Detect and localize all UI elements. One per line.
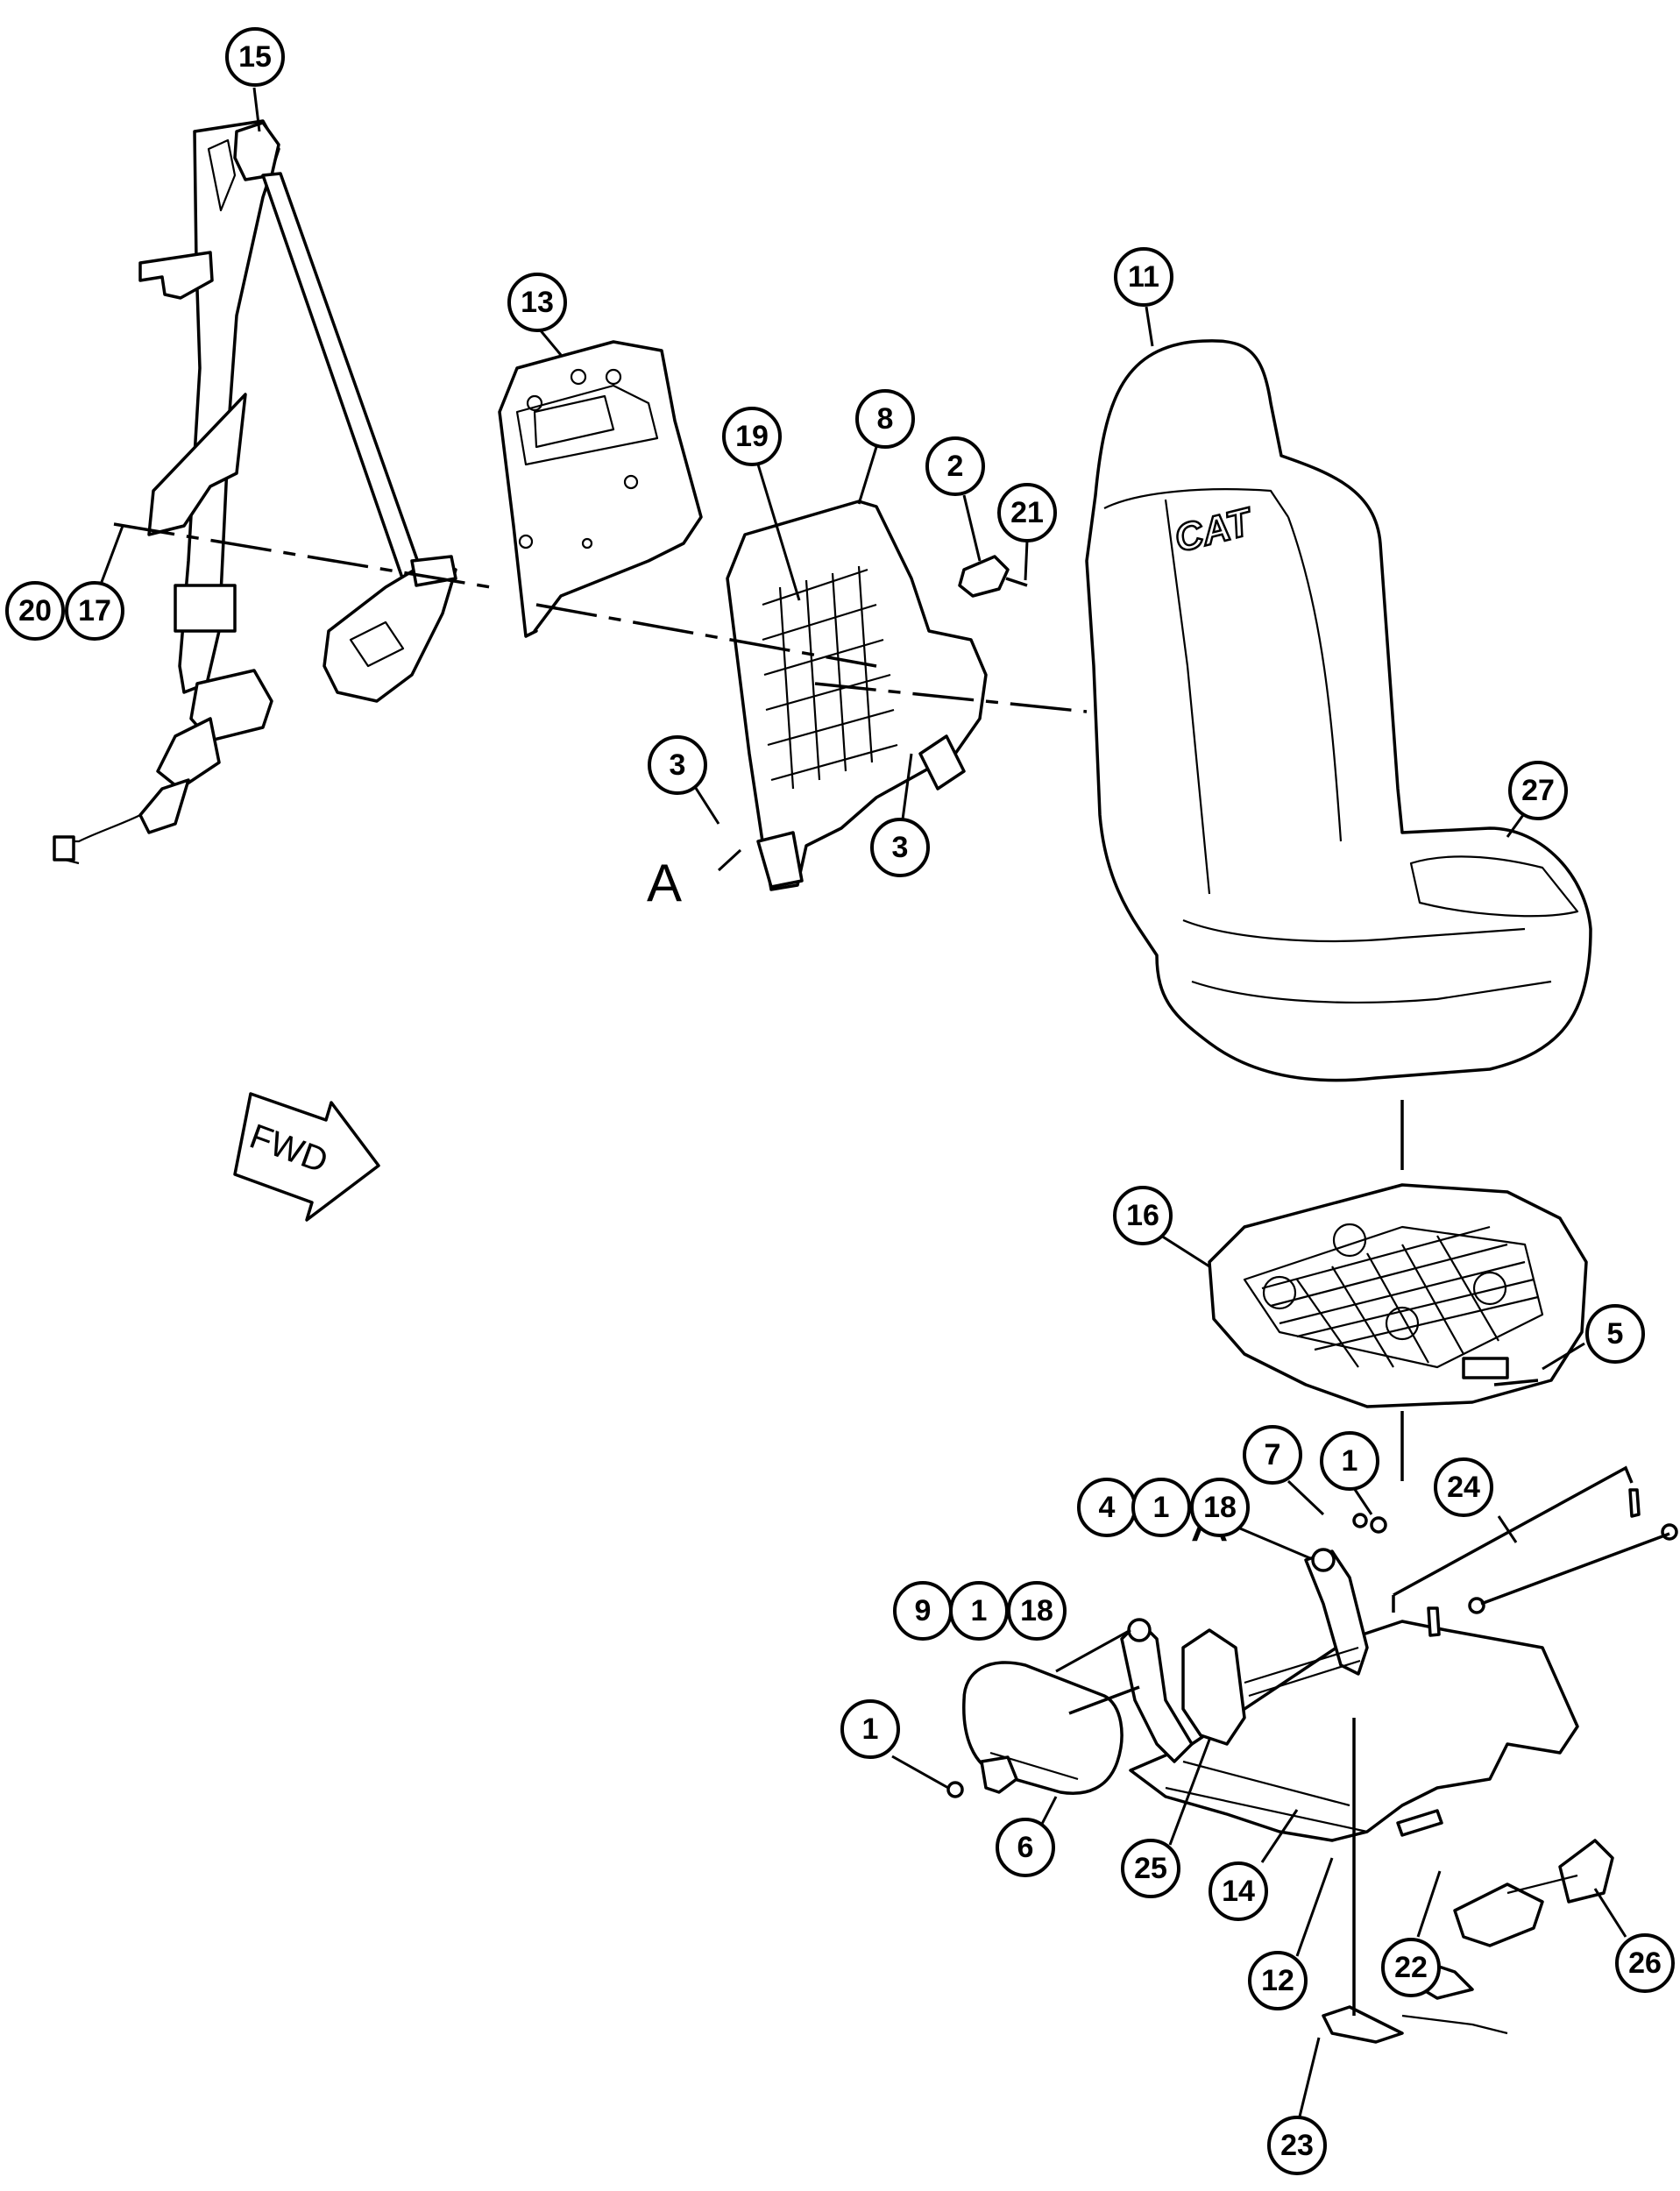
- svg-text:13: 13: [521, 286, 554, 319]
- callout-2: 2: [925, 436, 985, 496]
- seat-back-panel: [498, 340, 703, 638]
- callout-13: 13: [507, 273, 567, 332]
- callout-25: 25: [1121, 1839, 1180, 1898]
- svg-text:1: 1: [971, 1594, 988, 1627]
- callout-22: 22: [1381, 1938, 1441, 1997]
- svg-text:6: 6: [1017, 1831, 1034, 1864]
- svg-text:4: 4: [1099, 1491, 1116, 1524]
- callout-9: 9: [893, 1581, 953, 1641]
- leader-lines: [95, 87, 1627, 2117]
- svg-text:22: 22: [1394, 1951, 1428, 1984]
- svg-text:1: 1: [1153, 1491, 1170, 1524]
- svg-text:15: 15: [238, 40, 272, 74]
- callout-23: 23: [1267, 2116, 1327, 2175]
- fwd-arrow-icon: FWD: [233, 1092, 380, 1222]
- callout-27: 27: [1508, 761, 1568, 820]
- callout-3-right: 3: [870, 818, 930, 877]
- callout-26: 26: [1615, 1933, 1675, 1993]
- callout-20: 20: [5, 581, 65, 641]
- svg-text:11: 11: [1128, 260, 1159, 294]
- recline-knob: [958, 555, 1028, 598]
- callout-21: 21: [997, 483, 1057, 542]
- svg-text:18: 18: [1020, 1594, 1053, 1627]
- svg-text:26: 26: [1628, 1946, 1662, 1980]
- callout-6: 6: [996, 1818, 1055, 1877]
- callout-24: 24: [1434, 1457, 1493, 1517]
- callout-5: 5: [1585, 1304, 1645, 1364]
- svg-text:21: 21: [1010, 496, 1044, 529]
- callout-3-left: 3: [648, 735, 707, 795]
- svg-text:1: 1: [862, 1712, 879, 1746]
- svg-text:16: 16: [1126, 1199, 1159, 1232]
- svg-text:9: 9: [915, 1594, 932, 1627]
- svg-text:23: 23: [1280, 2129, 1314, 2162]
- callout-1-mid: 1: [1131, 1478, 1191, 1537]
- svg-text:3: 3: [892, 831, 909, 864]
- callout-18-lower: 18: [1007, 1581, 1067, 1641]
- svg-text:25: 25: [1134, 1852, 1167, 1885]
- svg-text:24: 24: [1447, 1471, 1480, 1504]
- callout-16: 16: [1113, 1186, 1173, 1245]
- callout-1-bottom: 1: [840, 1699, 900, 1759]
- svg-text:19: 19: [735, 420, 769, 453]
- callout-4: 4: [1077, 1478, 1137, 1537]
- seat-belt-assembly: [53, 119, 457, 865]
- armrest: [946, 1661, 1124, 1798]
- svg-text:14: 14: [1222, 1875, 1255, 1908]
- callout-8: 8: [855, 389, 915, 449]
- callout-14: 14: [1209, 1861, 1268, 1921]
- callout-18-upper: 18: [1190, 1478, 1250, 1537]
- callout-labels: 15 13 11 8 19 2 21 20 17 3 3 27 16 5 7: [5, 27, 1675, 2175]
- section-mark-a-upper: A: [647, 854, 682, 912]
- callout-11: 11: [1114, 247, 1173, 307]
- callout-15: 15: [225, 27, 285, 87]
- seat-back-frame: [726, 500, 988, 891]
- callout-1-top: 1: [1320, 1431, 1379, 1491]
- svg-text:18: 18: [1203, 1491, 1237, 1524]
- svg-text:20: 20: [18, 594, 52, 628]
- explode-lines: [113, 522, 1634, 2016]
- adjustment-rod: [1480, 1532, 1670, 1606]
- svg-text:27: 27: [1521, 774, 1555, 807]
- svg-text:5: 5: [1607, 1317, 1624, 1351]
- seat-pan: [1208, 1183, 1588, 1408]
- svg-text:8: 8: [877, 402, 894, 436]
- callout-1-left: 1: [949, 1581, 1009, 1641]
- callout-19: 19: [722, 407, 782, 466]
- callout-12: 12: [1248, 1951, 1308, 2010]
- svg-text:7: 7: [1265, 1438, 1281, 1471]
- callout-17: 17: [65, 581, 124, 641]
- svg-text:2: 2: [947, 450, 964, 483]
- callout-7: 7: [1243, 1425, 1302, 1485]
- svg-text:1: 1: [1342, 1444, 1358, 1478]
- svg-text:12: 12: [1261, 1964, 1294, 1997]
- seat-cushion-cover: CAT: [1085, 339, 1592, 1082]
- svg-text:17: 17: [78, 594, 111, 628]
- svg-text:3: 3: [670, 748, 686, 782]
